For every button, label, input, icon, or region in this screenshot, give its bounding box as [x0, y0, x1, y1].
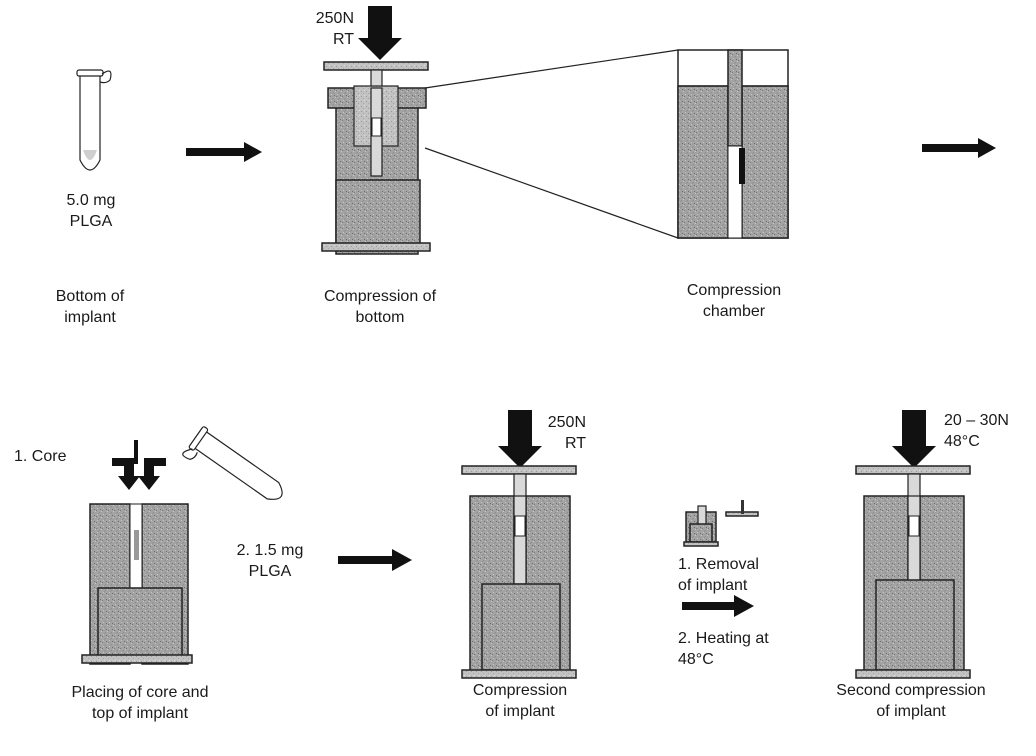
force1-label: 250N RT — [292, 8, 354, 50]
compression-implant-caption: Compression of implant — [450, 680, 590, 722]
compression-implant-line2: of implant — [485, 703, 555, 720]
placing-line2: top of implant — [91, 705, 189, 722]
process-arrow-2 — [922, 138, 996, 158]
force1-line1: 250N — [315, 10, 354, 27]
second-compression-caption: Second compression of implant — [806, 680, 1016, 722]
heating-label: 2. Heating at 48°C — [678, 628, 769, 670]
force2-line1: 250N — [547, 414, 586, 431]
removal-icon — [683, 500, 759, 547]
core-pin-icon — [134, 440, 138, 464]
base-block-1 — [335, 179, 421, 245]
second-line2: of implant — [876, 703, 946, 720]
removal-label: 1. Removal of implant — [678, 554, 759, 596]
bottom-caption-line1: Bottom of — [55, 288, 125, 305]
process-arrow-4 — [682, 595, 754, 617]
bottom-mass-label: 5.0 mg PLGA — [46, 190, 136, 232]
core-label: 1. Core — [14, 448, 67, 465]
press-apparatus-implant — [461, 410, 577, 679]
bottom-caption: Bottom of implant — [30, 286, 150, 328]
chamber-caption: Compression chamber — [664, 280, 804, 322]
plga-tube-icon — [76, 69, 112, 171]
heating-line1: 2. Heating at — [678, 630, 769, 647]
force2-line2: RT — [564, 435, 586, 452]
plga-tube-tilted-icon — [182, 426, 283, 500]
bottom-mass-line2: PLGA — [69, 213, 113, 230]
bottom-caption-line2: implant — [64, 309, 116, 326]
chamber-line1: Compression — [686, 282, 782, 299]
force2-label: 250N RT — [530, 412, 586, 454]
compression-implant-line1: Compression — [472, 682, 568, 699]
insert-arrows — [112, 458, 166, 490]
compression-bottom-line2: bottom — [355, 309, 405, 326]
compression-bottom-line1: Compression of — [323, 288, 437, 305]
second-line1: Second compression — [836, 682, 986, 699]
plga2-line1: 2. 1.5 mg — [236, 542, 304, 559]
force3-label: 20 – 30N 48°C — [944, 410, 1009, 452]
compression-bottom-caption: Compression of bottom — [300, 286, 460, 328]
press-apparatus-bottom — [321, 6, 431, 255]
process-arrow-1 — [186, 142, 262, 162]
press-apparatus-second — [855, 410, 971, 679]
top-plate-1 — [323, 61, 429, 71]
force1-line2: RT — [332, 31, 354, 48]
process-arrow-3 — [338, 549, 412, 571]
bottom-plate-1 — [321, 242, 431, 252]
force3-line2: 48°C — [944, 433, 980, 450]
force-arrow-1 — [358, 6, 402, 60]
removal-line2: of implant — [678, 577, 748, 594]
press-apparatus-placing — [81, 503, 193, 665]
force-arrow-2 — [498, 410, 542, 468]
plga2-label: 2. 1.5 mg PLGA — [222, 540, 318, 582]
compression-chamber-detail — [677, 49, 789, 239]
bottom-mass-line1: 5.0 mg — [66, 192, 116, 209]
placing-line1: Placing of core and — [71, 684, 209, 701]
placing-caption: Placing of core and top of implant — [40, 682, 240, 724]
force-arrow-3 — [892, 410, 936, 468]
removal-line1: 1. Removal — [678, 556, 759, 573]
plga2-line2: PLGA — [248, 563, 292, 580]
heating-line2: 48°C — [678, 651, 714, 668]
force3-line1: 20 – 30N — [944, 412, 1009, 429]
chamber-line2: chamber — [702, 303, 766, 320]
